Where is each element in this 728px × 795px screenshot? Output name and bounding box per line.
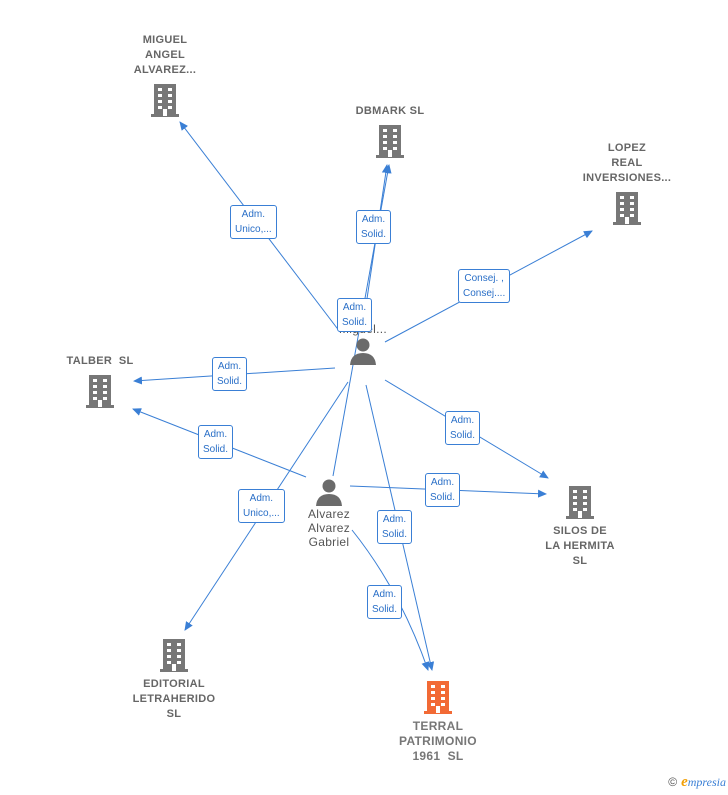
edge-label-line: Unico,... xyxy=(235,224,272,235)
edge-label-line: Adm. xyxy=(241,209,266,220)
edge-label-adm-solid[interactable]: Adm. Solid. xyxy=(425,473,461,507)
brand-logo-e: e xyxy=(681,774,688,790)
node-label-line: SL xyxy=(572,555,588,567)
node-label-line: TALBER SL xyxy=(66,355,134,367)
edge-label-line: Solid. xyxy=(217,376,243,387)
edge-label-line: Solid. xyxy=(382,529,408,540)
node-label-line: EDITORIAL xyxy=(143,678,205,690)
edge-label-adm-solid[interactable]: Adm. Solid. xyxy=(198,425,234,459)
edge-label-adm-solid[interactable]: Adm. Solid. xyxy=(212,357,248,391)
edge-label-line: Adm. xyxy=(249,493,274,504)
edge-label-adm-solid[interactable]: Adm. Solid. xyxy=(337,298,373,332)
building-icon xyxy=(613,192,641,225)
node-label-line: 1961 SL xyxy=(412,749,464,763)
node-label-line: REAL xyxy=(611,157,643,169)
copyright-symbol: © xyxy=(668,775,678,789)
building-icon xyxy=(160,639,188,672)
edge-label-adm-solid[interactable]: Adm. Solid. xyxy=(367,585,403,619)
node-editorial-letraherido[interactable]: EDITORIAL LETRAHERIDO SL xyxy=(124,637,224,722)
edge-label-line: Solid. xyxy=(450,430,476,441)
edge-label-line: Adm. xyxy=(342,302,367,313)
node-label-line: DBMARK SL xyxy=(355,105,425,117)
node-label-line: Gabriel xyxy=(308,535,350,549)
person-icon xyxy=(350,338,376,365)
node-label-line: SL xyxy=(166,708,182,720)
node-talber[interactable]: TALBER SL xyxy=(58,354,142,409)
node-dbmark[interactable]: DBMARK SL xyxy=(345,104,435,159)
brand-name: mpresia xyxy=(687,775,726,789)
footer-brand[interactable]: ©empresia xyxy=(668,774,726,791)
node-label-line: LOPEZ xyxy=(607,142,647,154)
edge-label-line: Solid. xyxy=(372,604,398,615)
edge-label-adm-solid[interactable]: Adm. Solid. xyxy=(377,510,413,544)
node-label-line: LA HERMITA xyxy=(545,540,615,552)
edge-label-adm-unico[interactable]: Adm. Unico,... xyxy=(230,205,277,239)
node-label-line: TERRAL xyxy=(412,719,464,733)
edge-label-line: Adm. xyxy=(217,361,242,372)
node-label-line: LETRAHERIDO xyxy=(132,693,216,705)
node-silos-de-la-hermita[interactable]: SILOS DE LA HERMITA SL xyxy=(534,484,626,569)
building-icon xyxy=(376,125,404,158)
edge-label-line: Adm. xyxy=(372,589,397,600)
edge-label-line: Consej.... xyxy=(463,288,506,299)
edge-label-line: Unico,... xyxy=(243,508,280,519)
edge-label-line: Adm. xyxy=(203,429,228,440)
node-label-line: INVERSIONES... xyxy=(582,172,672,184)
edge-label-line: Adm. xyxy=(430,477,455,488)
edge-label-line: Adm. xyxy=(382,514,407,525)
node-label-line: Alvarez xyxy=(307,507,351,521)
node-label-line: PATRIMONIO xyxy=(399,734,477,748)
node-label-line: ANGEL xyxy=(145,49,185,61)
node-label-line: MIGUEL xyxy=(142,34,188,46)
node-miguel-angel-alvarez[interactable]: MIGUEL ANGEL ALVAREZ... xyxy=(125,33,205,118)
node-terral-patrimonio[interactable]: TERRAL PATRIMONIO 1961 SL xyxy=(388,679,488,764)
edge-label-adm-unico[interactable]: Adm. Unico,... xyxy=(238,489,285,523)
node-label-line: SILOS DE xyxy=(553,525,607,537)
building-icon xyxy=(86,375,114,408)
edge-label-line: Solid. xyxy=(342,317,368,328)
edge-label-line: Solid. xyxy=(361,229,387,240)
edge-label-adm-solid[interactable]: Adm. Solid. xyxy=(445,411,481,445)
building-icon xyxy=(424,681,452,714)
edge-label-line: Adm. xyxy=(450,415,475,426)
edge-label-line: Consej. , xyxy=(464,273,504,284)
node-lopez-real-inversiones[interactable]: LOPEZ REAL INVERSIONES... xyxy=(577,141,677,226)
edge-label-line: Solid. xyxy=(430,492,456,503)
edge-label-line: Solid. xyxy=(203,444,229,455)
node-label-line: Alvarez xyxy=(307,521,351,535)
node-label-line: ALVAREZ... xyxy=(133,64,197,76)
building-icon xyxy=(566,486,594,519)
person-icon xyxy=(316,479,342,506)
edge-label-consej[interactable]: Consej. , Consej.... xyxy=(458,269,511,303)
edge-label-line: Adm. xyxy=(361,214,386,225)
edge-label-adm-solid[interactable]: Adm. Solid. xyxy=(356,210,392,244)
building-icon xyxy=(151,84,179,117)
node-person-gabriel[interactable]: Alvarez Alvarez Gabriel xyxy=(292,477,366,549)
